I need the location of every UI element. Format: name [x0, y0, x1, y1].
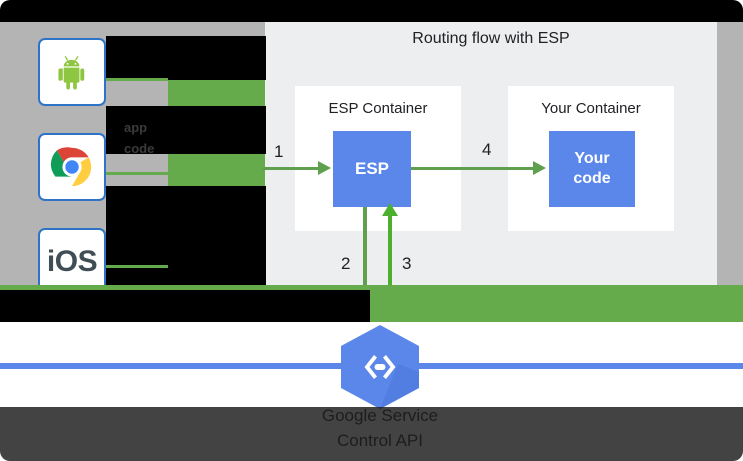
step-number-2: 2: [341, 254, 351, 273]
arrow-4-line: [411, 167, 535, 170]
arrow-2-line: [363, 207, 367, 322]
step-number-3: 3: [402, 254, 412, 273]
occlusion-block: [106, 258, 266, 290]
service-control-hexagon[interactable]: [338, 324, 422, 410]
step-number-4: 4: [482, 140, 492, 159]
diagram-title: Routing flow with ESP: [412, 30, 570, 47]
ghost-label-line1: app: [124, 120, 148, 135]
arrow-1-line: [263, 167, 321, 170]
ghost-label-line2: code: [124, 141, 155, 156]
ios-label: iOS: [46, 245, 98, 278]
arrow-3-line: [388, 215, 392, 322]
code-hexagon-icon: [341, 325, 419, 409]
bottom-dim-overlay: [0, 407, 743, 461]
occlusion-block: [0, 290, 370, 322]
step-number-1: 1: [274, 142, 284, 161]
your-container-label: Your Container: [541, 100, 641, 117]
your-code-line2: code: [573, 170, 611, 187]
arrow-4-head: [533, 161, 546, 175]
top-black-bar: [0, 0, 743, 22]
your-code-node-label: Your code: [573, 149, 610, 189]
android-icon: [58, 56, 85, 90]
occlusion-block: [106, 226, 266, 258]
connector-stub-android: [106, 78, 168, 81]
arrow-1-head: [318, 161, 331, 175]
connector-stub-ios: [106, 265, 168, 268]
platform-tile-ios[interactable]: iOS: [38, 228, 106, 296]
connector-stub-chrome: [106, 172, 168, 175]
your-code-line1: Your: [574, 150, 610, 167]
esp-node-label: ESP: [354, 159, 390, 178]
chrome-icon: [50, 147, 92, 187]
silver-right-strip: [717, 22, 743, 285]
your-code-node[interactable]: Your code: [549, 131, 635, 207]
esp-container-label: ESP Container: [328, 100, 428, 117]
occlusion-block: [106, 186, 266, 226]
esp-node[interactable]: ESP: [333, 131, 411, 207]
platform-tile-chrome[interactable]: [38, 133, 106, 201]
platform-tile-android[interactable]: [38, 38, 106, 106]
arrow-3-head: [382, 203, 398, 216]
occlusion-block: [106, 106, 266, 154]
occlusion-block: [106, 36, 266, 80]
